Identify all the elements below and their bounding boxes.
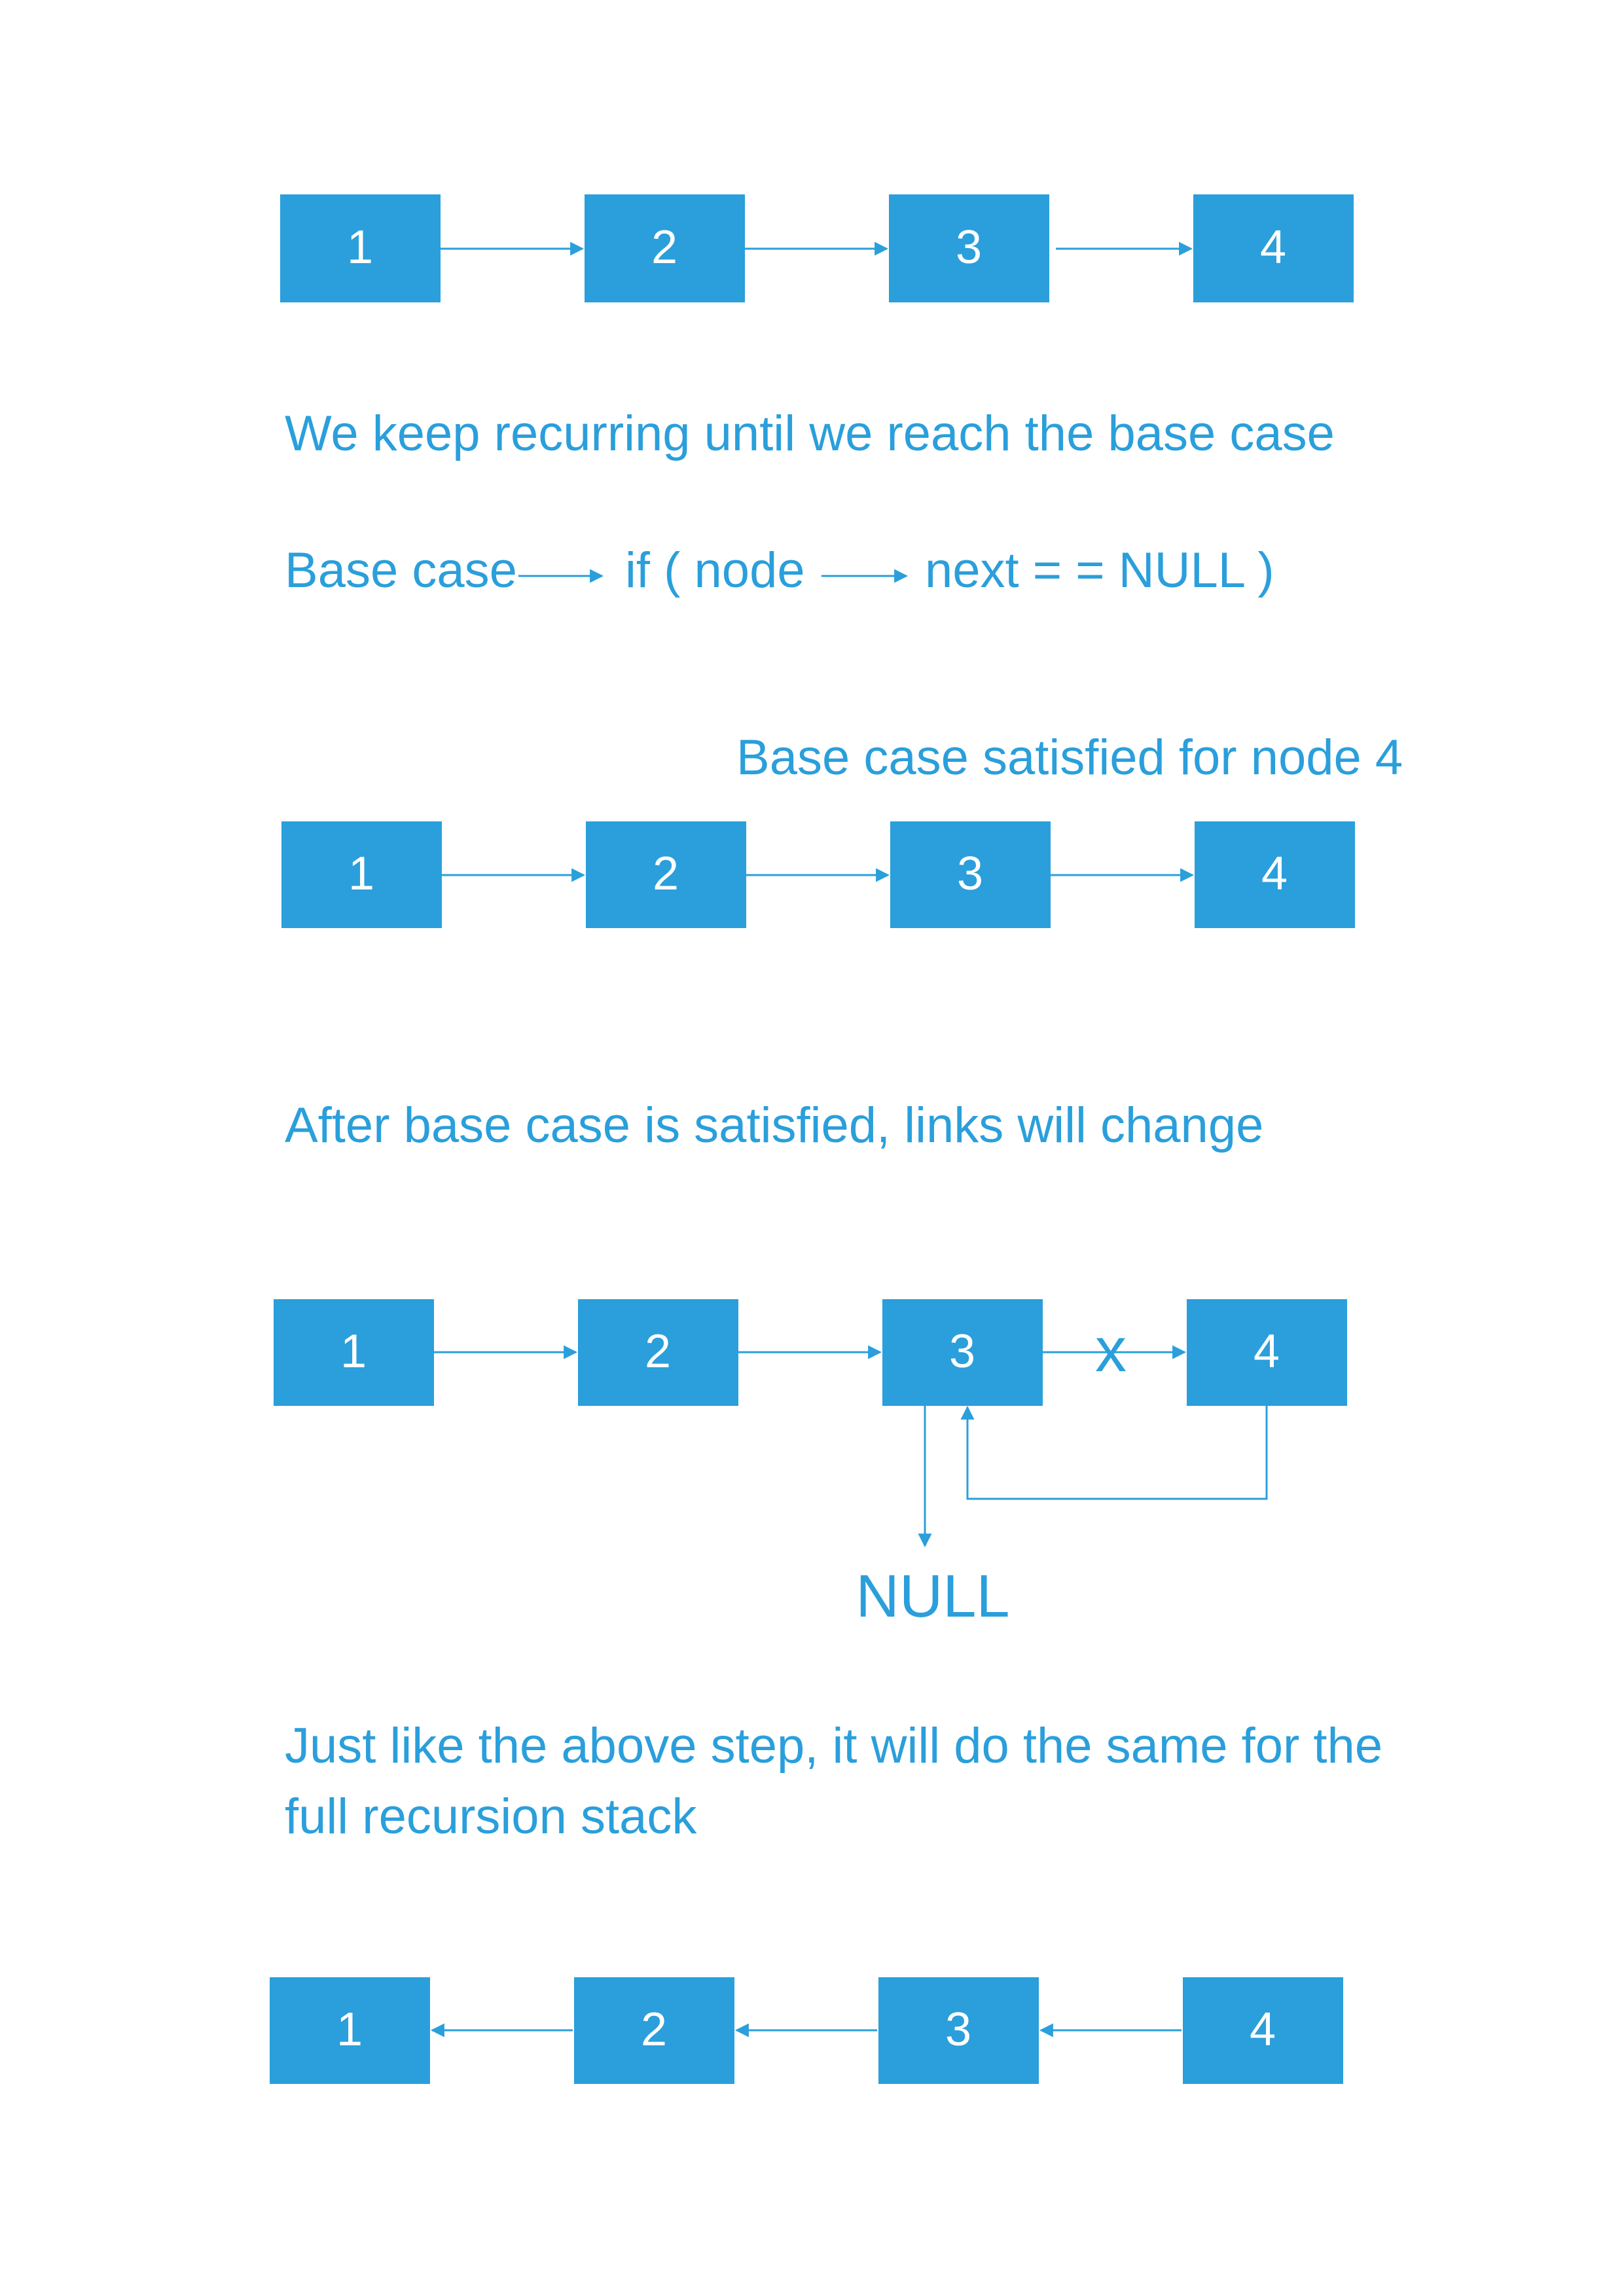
node-3: 3 bbox=[890, 821, 1051, 928]
node-4: 4 bbox=[1193, 194, 1354, 302]
caption-full-stack: Just like the above step, it will do the… bbox=[285, 1718, 1382, 1844]
node-1-label: 1 bbox=[347, 221, 373, 274]
node-2: 2 bbox=[585, 194, 745, 302]
caption-full-stack-line2: full recursion stack bbox=[285, 1789, 697, 1844]
node-4-label: 4 bbox=[1260, 221, 1286, 274]
node-3: 3 bbox=[882, 1299, 1043, 1406]
base-case-statement: Base case if ( node next = = NULL ) bbox=[285, 543, 1274, 598]
node-3-label: 3 bbox=[956, 221, 982, 274]
null-label: NULL bbox=[856, 1563, 1009, 1630]
caption-links-change: After base case is satisfied, links will… bbox=[285, 1098, 1263, 1153]
node-1-label: 1 bbox=[336, 2003, 363, 2056]
node-1: 1 bbox=[281, 821, 442, 928]
node-4: 4 bbox=[1183, 1977, 1343, 2084]
node-2: 2 bbox=[574, 1977, 734, 2084]
node-1: 1 bbox=[274, 1299, 434, 1406]
node-4-label: 4 bbox=[1254, 1325, 1280, 1378]
node-1: 1 bbox=[280, 194, 441, 302]
node-4-label: 4 bbox=[1261, 848, 1288, 900]
arrow-4-to-3-reversed bbox=[960, 1405, 1268, 1500]
list-row-links-changing: 1 2 3 x 4 NULL bbox=[274, 1299, 1347, 1630]
node-2-label: 2 bbox=[653, 848, 679, 900]
node-3-label: 3 bbox=[945, 2003, 971, 2056]
node-3: 3 bbox=[889, 194, 1049, 302]
node-3-label: 3 bbox=[957, 848, 983, 900]
condition-start: if ( node bbox=[625, 543, 805, 598]
node-4: 4 bbox=[1187, 1299, 1347, 1406]
node-2: 2 bbox=[578, 1299, 738, 1406]
base-case-label: Base case bbox=[285, 543, 517, 598]
node-1-label: 1 bbox=[348, 848, 374, 900]
link-removed-mark: x bbox=[1095, 1315, 1127, 1385]
caption-base-case-satisfied: Base case satisfied for node 4 bbox=[736, 730, 1403, 785]
list-row-initial: 1 2 3 4 bbox=[280, 194, 1354, 302]
caption-full-stack-line1: Just like the above step, it will do the… bbox=[285, 1718, 1382, 1774]
node-4-label: 4 bbox=[1250, 2003, 1276, 2056]
node-2: 2 bbox=[586, 821, 746, 928]
list-row-base-case: 1 2 3 4 bbox=[281, 821, 1355, 928]
node-1: 1 bbox=[270, 1977, 430, 2084]
node-1-label: 1 bbox=[340, 1325, 367, 1378]
node-3: 3 bbox=[878, 1977, 1039, 2084]
node-4: 4 bbox=[1195, 821, 1355, 928]
node-2-label: 2 bbox=[651, 221, 677, 274]
caption-recurring: We keep recurring until we reach the bas… bbox=[285, 406, 1335, 461]
node-2-label: 2 bbox=[641, 2003, 667, 2056]
condition-end: next = = NULL ) bbox=[925, 543, 1274, 598]
list-row-reversed: 1 2 3 4 bbox=[270, 1977, 1343, 2084]
node-2-label: 2 bbox=[645, 1325, 671, 1378]
node-3-label: 3 bbox=[949, 1325, 975, 1378]
